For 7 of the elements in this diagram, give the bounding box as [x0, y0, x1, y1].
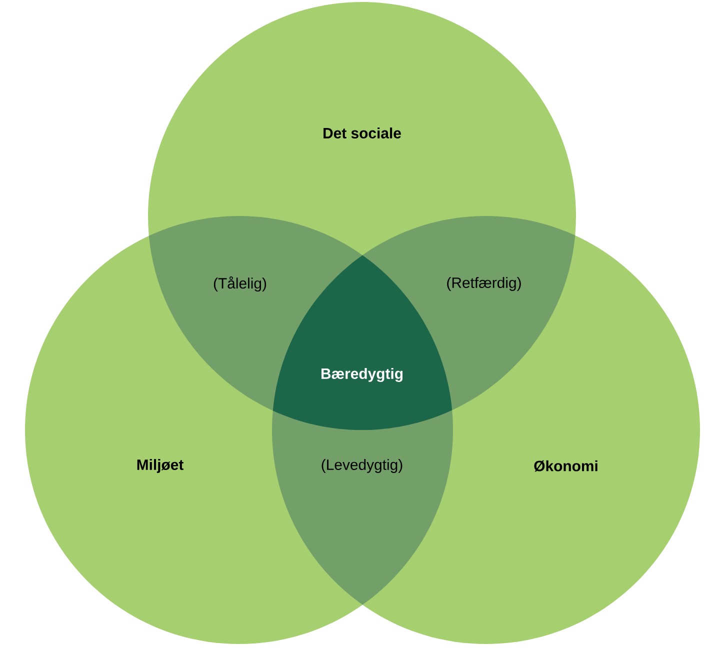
region-label: Bæredygtig — [322, 368, 402, 382]
region-label: (Retfærdig) — [447, 277, 521, 291]
circle-label: Miljøet — [137, 459, 184, 473]
circle-label: Økonomi — [534, 460, 598, 472]
circle-label: Det sociale — [324, 128, 401, 138]
region-label: (Tålelig) — [214, 276, 266, 292]
region-label: (Levedygtig) — [322, 459, 402, 473]
